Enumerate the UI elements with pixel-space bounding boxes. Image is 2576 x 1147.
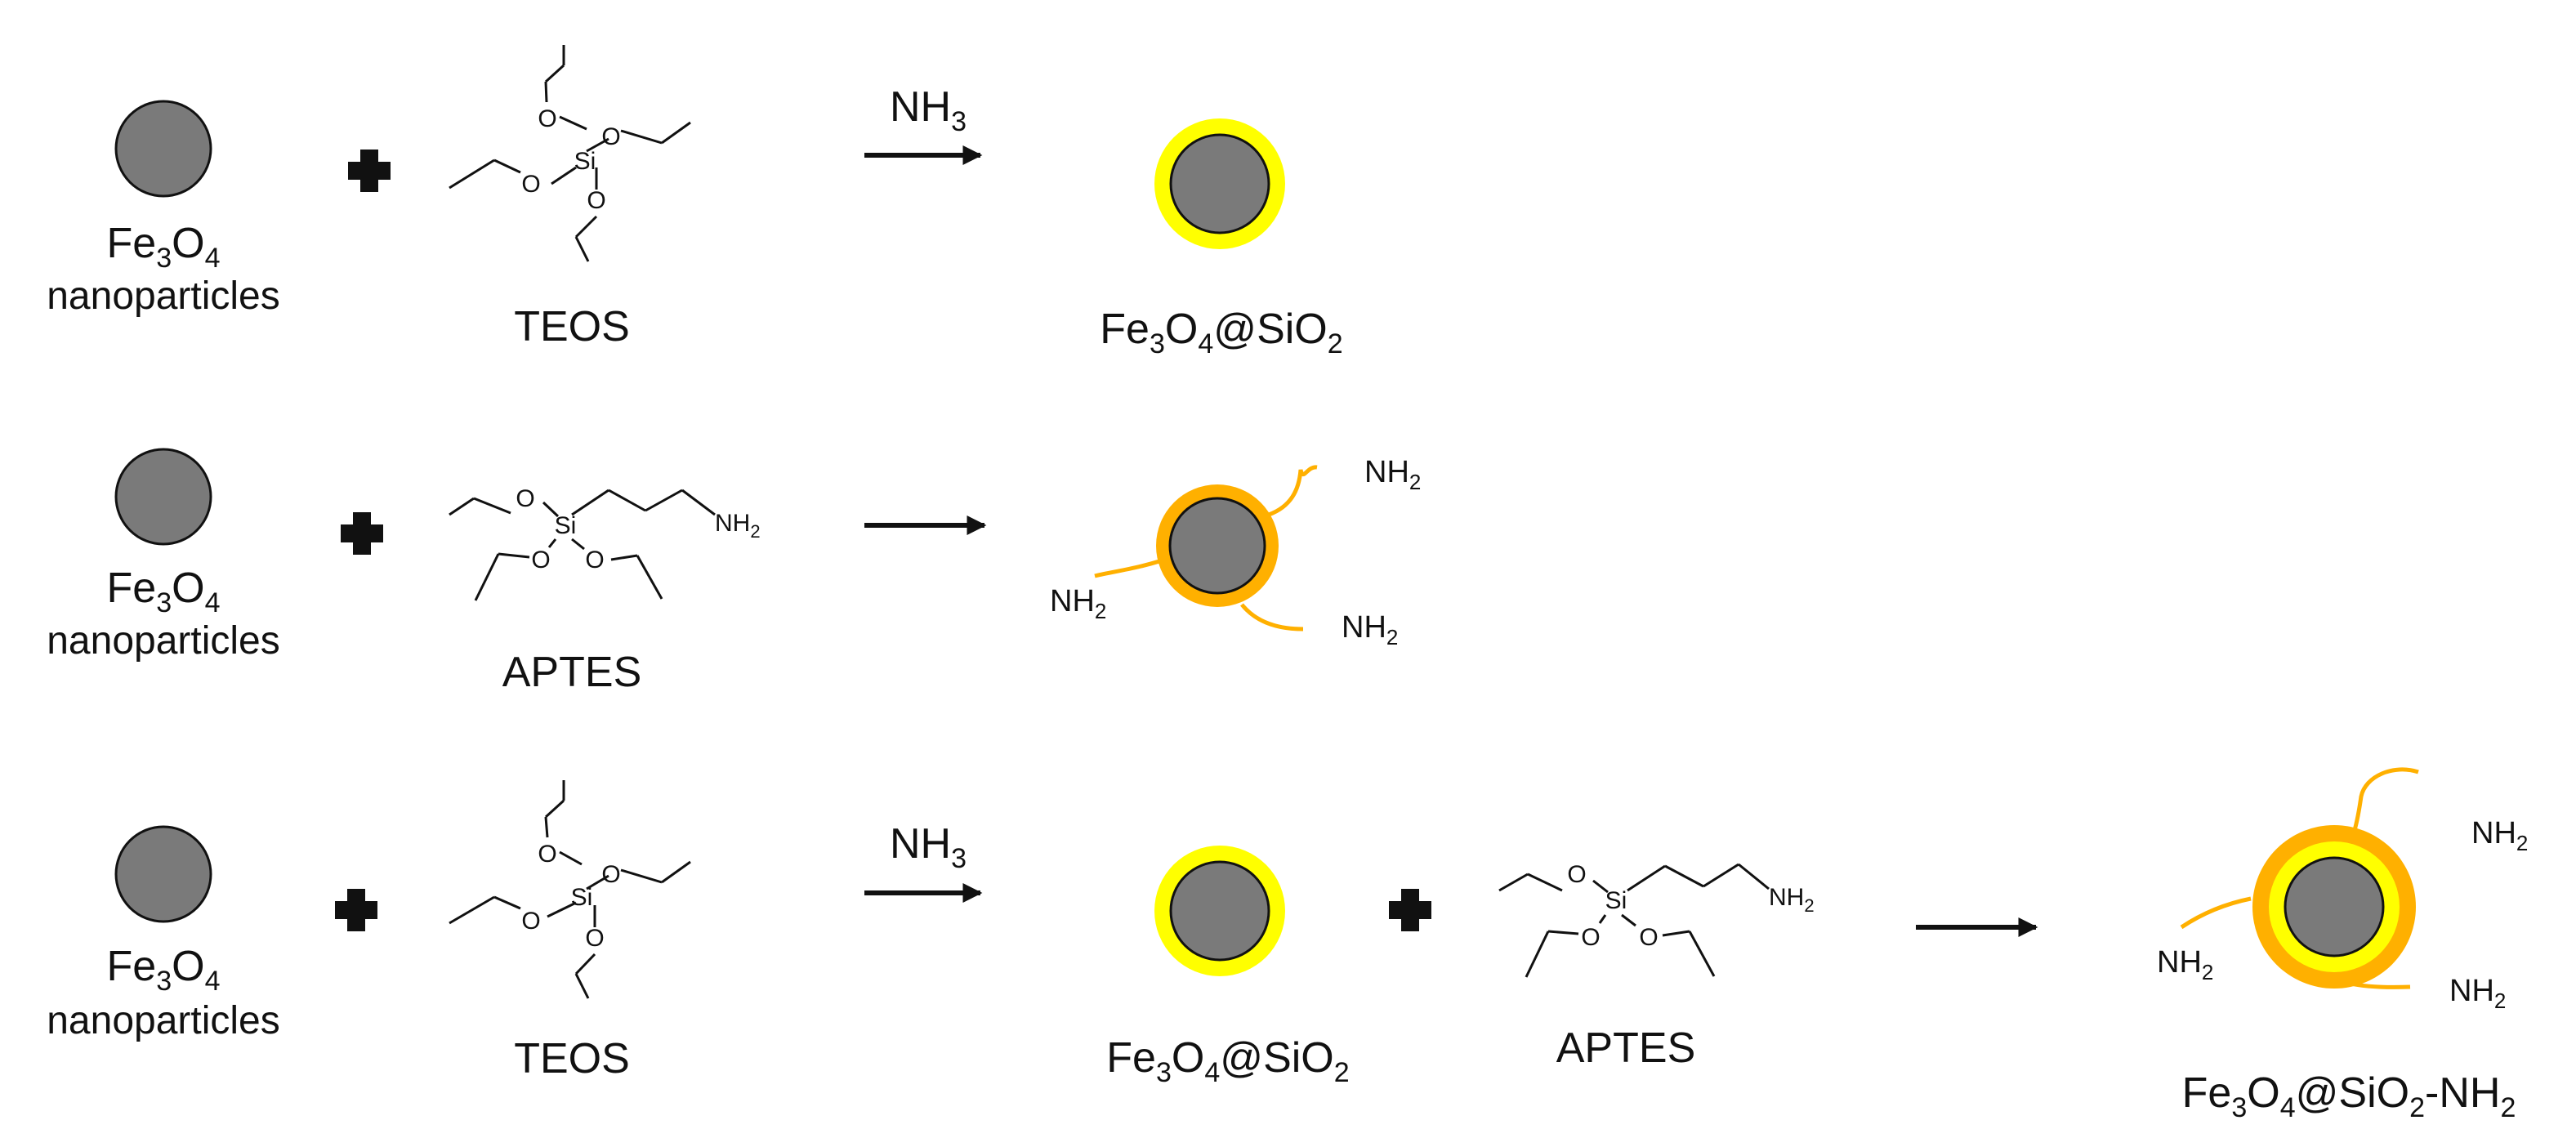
- teos-atom-o: O: [601, 861, 620, 888]
- fe3o4-core: [1168, 497, 1266, 595]
- teos-atom-o: O: [538, 841, 556, 868]
- aptes-atom-si: Si: [555, 512, 577, 539]
- plus-icon: [1389, 889, 1431, 931]
- fe3o4-label: Fe3O4: [107, 220, 221, 274]
- teos-label: TEOS: [514, 1035, 630, 1082]
- product-label: Fe3O4@SiO2: [1100, 306, 1342, 359]
- teos-atom-o: O: [538, 105, 556, 132]
- teos-atom-o: O: [521, 908, 540, 935]
- aptes-label: APTES: [502, 649, 642, 696]
- fe3o4-nanoparticle-core: [114, 100, 212, 198]
- aptes-atom-o: O: [1581, 924, 1600, 951]
- teos-structure: [449, 45, 691, 262]
- teos-structure: [449, 780, 691, 999]
- teos-atom-o: O: [521, 171, 540, 198]
- aptes-atom-o: O: [1567, 861, 1586, 888]
- nh2-label: NH2: [1364, 455, 1421, 494]
- nh2-label: NH2: [2157, 945, 2213, 984]
- intermediate-label: Fe3O4@SiO2: [1106, 1034, 1349, 1088]
- fe3o4-core: [1169, 133, 1270, 234]
- row-1: Fe3O4 nanoparticles Si O O O O TEOS: [47, 45, 1343, 359]
- arrow-reagent-label: NH3: [890, 820, 967, 874]
- nh2-label: NH2: [1342, 610, 1398, 649]
- nh2-label: NH2: [1050, 584, 1106, 623]
- teos-atom-o: O: [601, 123, 620, 150]
- aptes-atom-o: O: [516, 485, 534, 512]
- teos-atom-o: O: [587, 187, 605, 214]
- aptes-atom-o: O: [531, 547, 550, 574]
- aptes-structure: [1498, 863, 1770, 978]
- fe3o4-core: [2284, 856, 2385, 957]
- aptes-atom-si: Si: [1605, 887, 1627, 914]
- teos-atom-o: O: [585, 925, 604, 952]
- fe3o4-nanoparticle-core: [114, 825, 212, 923]
- aptes-structure: [449, 489, 716, 601]
- nh2-label: NH2: [2471, 816, 2528, 855]
- row-2: Fe3O4 nanoparticles O Si O O NH2 AP: [47, 448, 1421, 696]
- nanoparticles-caption: nanoparticles: [47, 274, 280, 318]
- aptes-amine-label: NH2: [715, 510, 761, 542]
- teos-label: TEOS: [514, 303, 630, 350]
- nh2-label: NH2: [2449, 974, 2506, 1013]
- nanoparticles-caption: nanoparticles: [47, 619, 280, 663]
- nanoparticles-caption: nanoparticles: [47, 999, 280, 1042]
- fe3o4-label: Fe3O4: [107, 565, 221, 618]
- row-3: Fe3O4 nanoparticles O Si O O O TEOS N: [47, 767, 2528, 1123]
- product-label: Fe3O4@SiO2-NH2: [2182, 1069, 2516, 1123]
- aptes-amine-label: NH2: [1769, 884, 1815, 916]
- plus-icon: [348, 150, 391, 192]
- plus-icon: [341, 512, 383, 555]
- teos-atom-si: Si: [571, 884, 593, 911]
- fe3o4-nanoparticle-core: [114, 448, 212, 546]
- aptes-atom-o: O: [1639, 924, 1658, 951]
- arrow-reagent-label: NH3: [890, 83, 967, 137]
- plus-icon: [335, 889, 377, 931]
- fe3o4-label: Fe3O4: [107, 943, 221, 997]
- teos-atom-si: Si: [574, 148, 596, 175]
- fe3o4-core: [1169, 860, 1270, 962]
- aptes-atom-o: O: [585, 547, 604, 574]
- aptes-label: APTES: [1556, 1024, 1696, 1072]
